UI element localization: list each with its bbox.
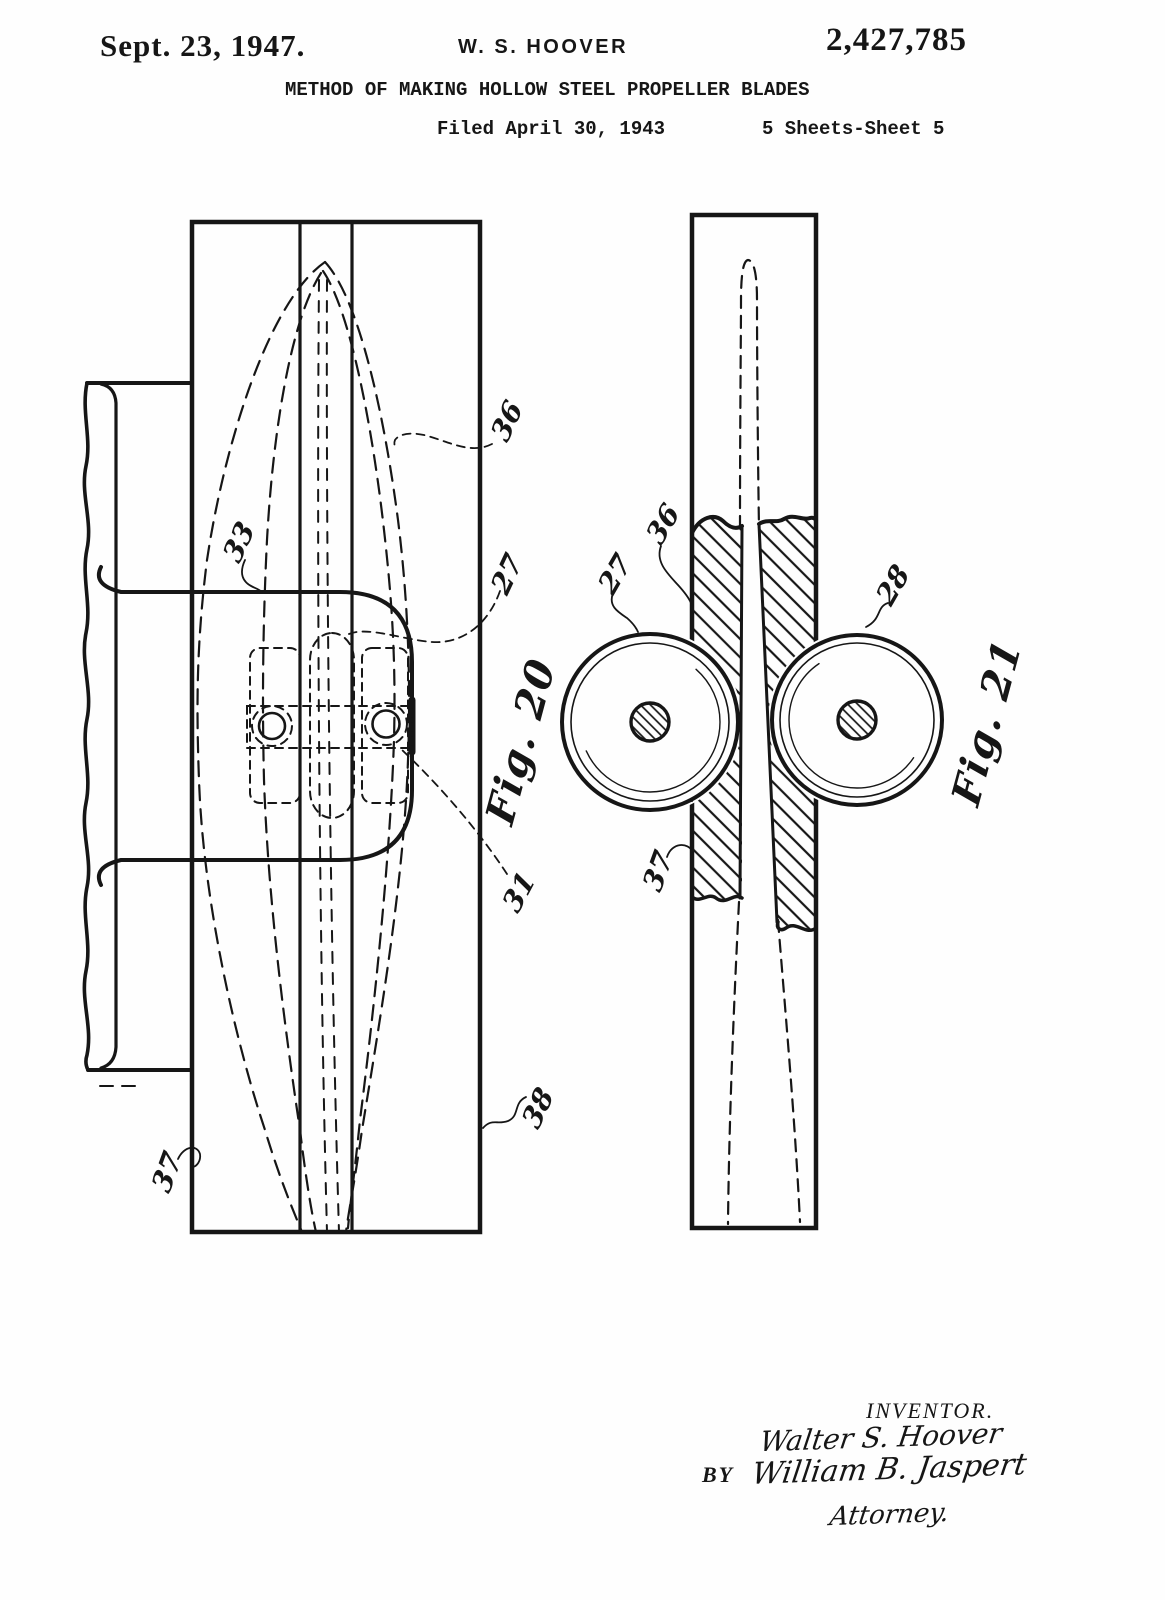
inventor-name-header: W. S. HOOVER	[458, 36, 629, 58]
fig20-blade-outline	[196, 260, 411, 1234]
fig20-support-block	[82, 381, 194, 1087]
fig20-die-bar	[189, 219, 483, 1235]
filing-date: Filed April 30, 1943	[437, 118, 666, 140]
attorney-title: Attorney.	[827, 1497, 952, 1533]
fig21-roller-right	[770, 633, 944, 807]
fig20-leaders	[177, 432, 527, 1168]
patent-title: METHOD OF MAKING HOLLOW STEEL PROPELLER …	[285, 79, 810, 101]
by-label: BY	[702, 1462, 735, 1487]
fig20-drawing	[82, 219, 527, 1235]
patent-number: 2,427,785	[826, 22, 967, 58]
fig21-drawing	[560, 212, 944, 1231]
fig20-blade-shank-lines	[317, 279, 340, 1233]
fig20-roller-shaft-left	[257, 711, 287, 741]
fig21-leaders	[610, 545, 889, 858]
sheet-info: 5 Sheets-Sheet 5	[762, 118, 945, 140]
page-date: Sept. 23, 1947.	[100, 28, 306, 63]
fig20-roller-assembly-hidden	[246, 632, 413, 819]
inventor-heading: INVENTOR.	[866, 1398, 995, 1423]
fig21-roller-left	[560, 632, 740, 812]
fig20-roller-shaft-right	[371, 709, 401, 739]
fig21-blade-edge	[726, 258, 802, 1226]
